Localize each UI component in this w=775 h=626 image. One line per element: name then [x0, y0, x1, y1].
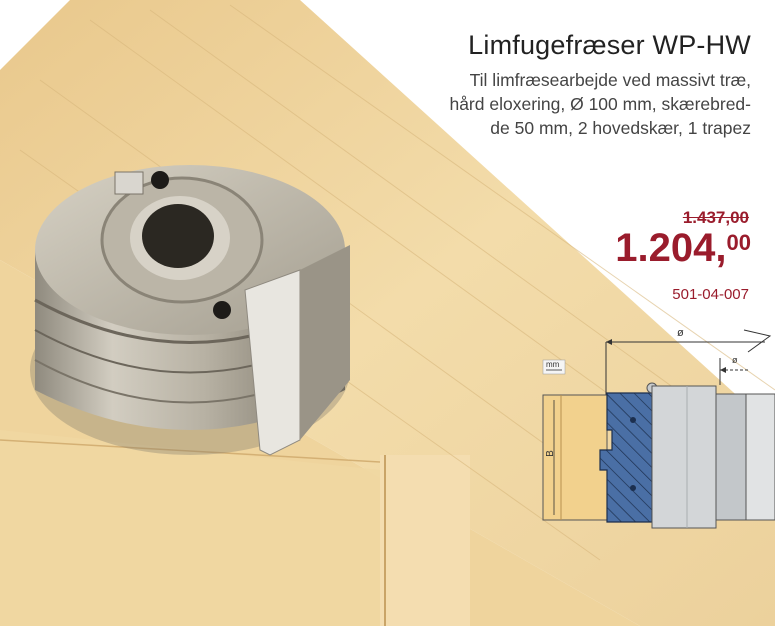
- old-price: 1.437,00: [682, 208, 749, 227]
- description-line: de 50 mm, 2 hovedskær, 1 trapez: [490, 118, 751, 138]
- product-title: Limfugefræser WP-HW: [468, 30, 751, 60]
- description-line: hård eloxering, Ø 100 mm, skærebred-: [449, 94, 751, 114]
- description-line: Til limfræsearbejde ved massivt træ,: [469, 70, 751, 90]
- current-price: 1.204,00: [615, 226, 751, 271]
- diagram-width-label: B: [544, 450, 556, 457]
- diagram-diameter-label: ø: [677, 327, 684, 339]
- article-number: 501-04-007: [672, 286, 749, 303]
- diagram-unit-label: mm: [546, 360, 560, 369]
- diagram-bore-label: ø: [732, 355, 738, 365]
- product-description: Til limfræsearbejde ved massivt træ, hår…: [331, 68, 751, 140]
- price-cents: 00: [726, 230, 751, 255]
- technical-diagram: [542, 329, 775, 529]
- cutter-head-image: [30, 165, 350, 456]
- price-main: 1.204,: [615, 226, 727, 270]
